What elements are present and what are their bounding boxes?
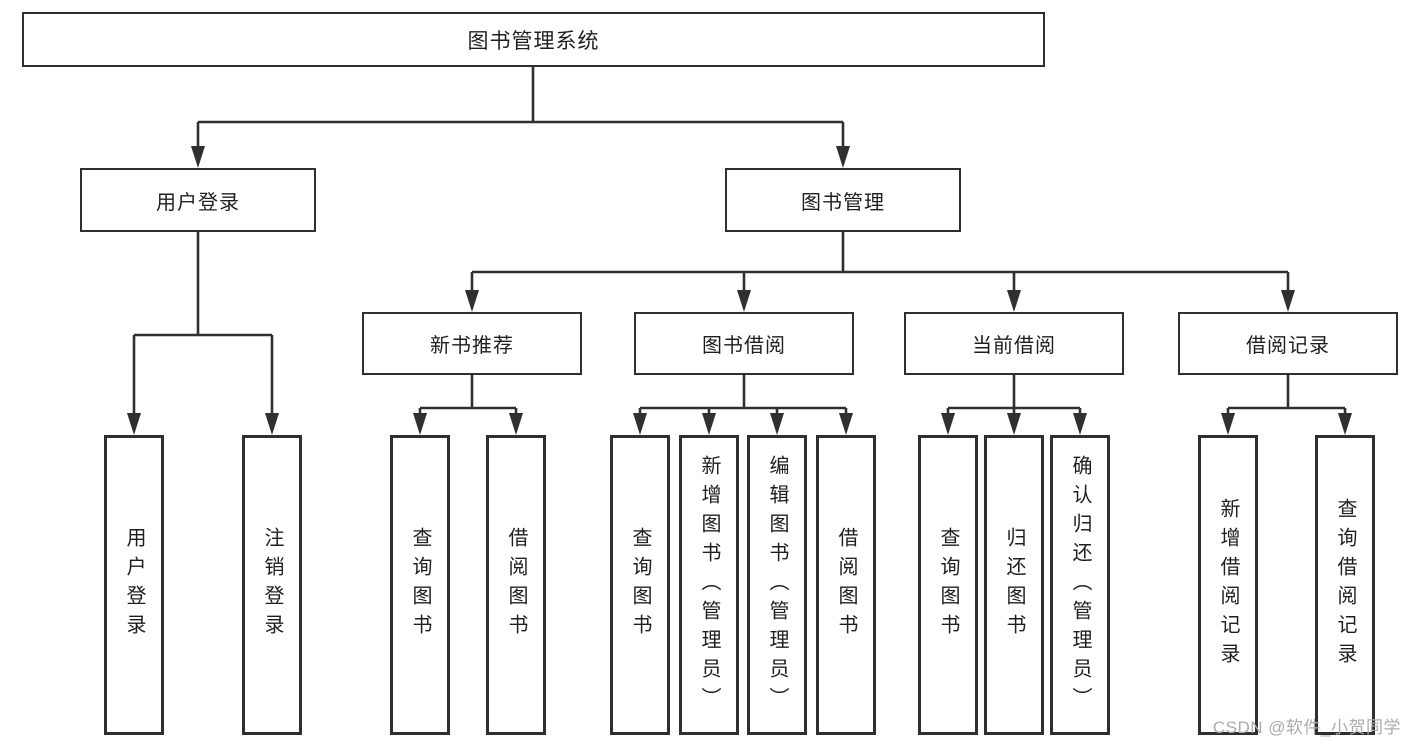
leaf-label: 查询图书 [937, 527, 959, 643]
arrowhead [1338, 413, 1352, 435]
node-borrow-records-label: 借阅记录 [1246, 335, 1330, 357]
arrowhead [127, 413, 141, 435]
arrowhead [509, 413, 523, 435]
arrowhead [941, 413, 955, 435]
node-root-label: 图书管理系统 [467, 29, 600, 53]
leaf-logout: 注销登录 [242, 435, 302, 735]
leaf-add-books-admin: 新增图书（管理员） [679, 435, 739, 735]
connector-book-borrow [633, 375, 853, 435]
arrowhead [1281, 290, 1295, 312]
arrowhead [1221, 413, 1235, 435]
node-book-borrow-label: 图书借阅 [702, 335, 786, 357]
arrowhead [839, 413, 853, 435]
leaf-label: 归还图书 [1003, 527, 1025, 643]
leaf-query-books-3: 查询图书 [918, 435, 978, 735]
arrowhead [413, 413, 427, 435]
arrowhead [737, 290, 751, 312]
leaf-return-books: 归还图书 [984, 435, 1044, 735]
node-current-borrow-label: 当前借阅 [972, 335, 1056, 357]
leaf-query-books-2: 查询图书 [610, 435, 670, 735]
arrowhead [633, 413, 647, 435]
node-user-login: 用户登录 [80, 168, 316, 232]
connector-current-borrow [941, 375, 1087, 435]
arrowhead [465, 290, 479, 312]
node-root: 图书管理系统 [22, 12, 1045, 67]
leaf-borrow-books-1: 借阅图书 [486, 435, 546, 735]
leaf-label: 编辑图书（管理员） [766, 454, 788, 716]
node-new-books: 新书推荐 [362, 312, 582, 375]
connector-book-mgmt [465, 232, 1295, 312]
connector-root [191, 67, 850, 168]
leaf-label: 查询借阅记录 [1334, 498, 1356, 672]
csdn-watermark: CSDN @软件_小贺同学 [1212, 718, 1401, 737]
leaf-label: 注销登录 [261, 527, 283, 643]
arrowhead [1007, 290, 1021, 312]
connector-borrow-records [1221, 375, 1352, 435]
node-user-login-label: 用户登录 [156, 191, 240, 214]
leaf-add-borrow-record: 新增借阅记录 [1198, 435, 1258, 735]
arrowhead [836, 146, 850, 168]
arrowhead [1073, 413, 1087, 435]
arrowhead [770, 413, 784, 435]
leaf-query-books-1: 查询图书 [390, 435, 450, 735]
leaf-label: 查询图书 [629, 527, 651, 643]
node-book-borrow: 图书借阅 [634, 312, 854, 375]
leaf-label: 借阅图书 [835, 527, 857, 643]
leaf-label: 新增借阅记录 [1217, 498, 1239, 672]
connector-user-login [127, 232, 279, 435]
arrowhead [1007, 413, 1021, 435]
leaf-label: 确认归还（管理员） [1069, 454, 1091, 716]
node-current-borrow: 当前借阅 [904, 312, 1124, 375]
leaf-edit-books-admin: 编辑图书（管理员） [747, 435, 807, 735]
node-book-mgmt-label: 图书管理 [801, 191, 885, 214]
arrowhead [265, 413, 279, 435]
connector-new-books [413, 375, 523, 435]
leaf-label: 新增图书（管理员） [698, 454, 720, 716]
leaf-label: 借阅图书 [505, 527, 527, 643]
node-borrow-records: 借阅记录 [1178, 312, 1398, 375]
leaf-confirm-return-admin: 确认归还（管理员） [1050, 435, 1110, 735]
node-book-mgmt: 图书管理 [725, 168, 961, 232]
leaf-query-borrow-record: 查询借阅记录 [1315, 435, 1375, 735]
leaf-label: 用户登录 [123, 527, 145, 643]
arrowhead [191, 146, 205, 168]
node-new-books-label: 新书推荐 [430, 335, 514, 357]
leaf-borrow-books-2: 借阅图书 [816, 435, 876, 735]
arrowhead [702, 413, 716, 435]
leaf-label: 查询图书 [409, 527, 431, 643]
leaf-user-login: 用户登录 [104, 435, 164, 735]
